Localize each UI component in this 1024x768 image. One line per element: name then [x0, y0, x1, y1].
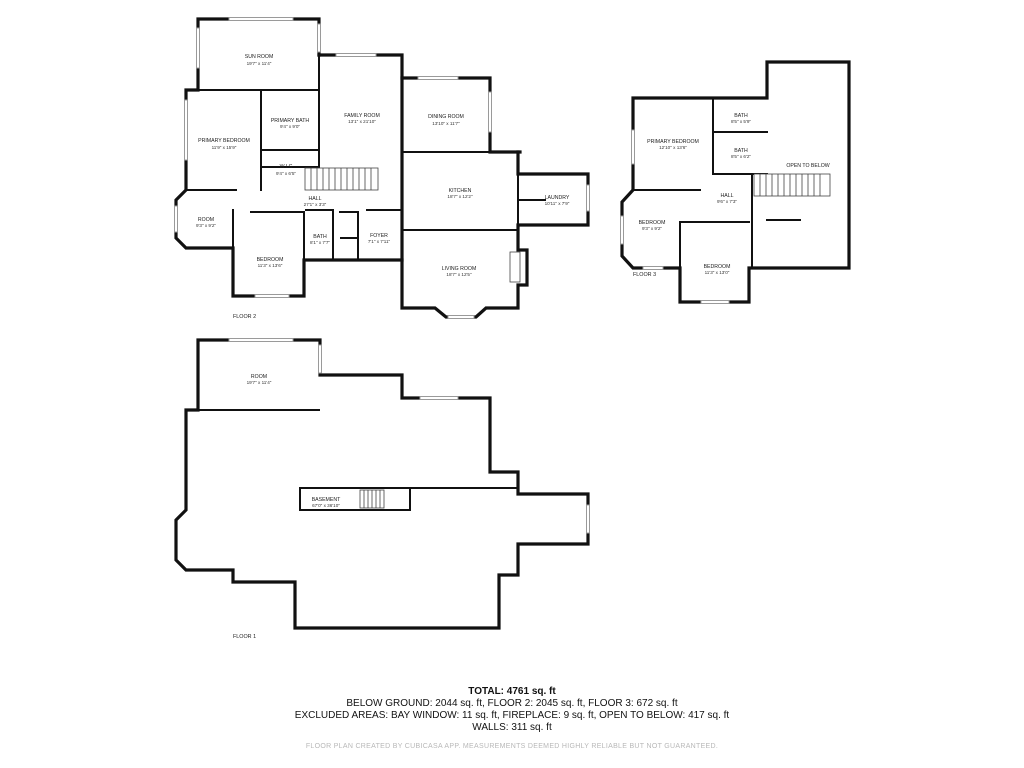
room-dim-wic: 9'4" x 6'5" — [276, 171, 296, 176]
room-label-foyer: FOYER — [370, 233, 388, 239]
floor-2-window — [174, 205, 178, 233]
floor-2-window — [447, 315, 475, 319]
room-label-laundry: LAUNDRY — [545, 195, 570, 201]
floor-2-window — [488, 91, 492, 133]
floor-2-label: FLOOR 2 — [233, 314, 256, 320]
room-dim-foyer: 7'1" x 7'11" — [368, 239, 391, 244]
room-dim-family-room: 13'1" x 21'10" — [348, 119, 376, 124]
room-dim-primary-bedroom: 11'9" x 15'9" — [212, 145, 237, 150]
room-label-dining-room: DINING ROOM — [428, 114, 464, 120]
room-label-kitchen: KITCHEN — [449, 188, 472, 194]
room-dim-basement: 67'0" x 36'10" — [312, 503, 340, 508]
room-label-living-room: LIVING ROOM — [442, 266, 477, 272]
room-label-hall: HALL — [309, 196, 322, 202]
room-label-open-to-below: OPEN TO BELOW — [786, 163, 829, 169]
room-label-f3-bedroom-a: BEDROOM — [639, 220, 666, 226]
room-label-sun-room: SUN ROOM — [245, 54, 274, 60]
room-label-bedroom: BEDROOM — [257, 257, 284, 263]
room-dim-kitchen: 18'7" x 12'2" — [447, 194, 473, 199]
floor-3-label: FLOOR 3 — [633, 272, 656, 278]
area-breakdown: BELOW GROUND: 2044 sq. ft, FLOOR 2: 2045… — [346, 698, 678, 709]
floor-2-window — [196, 27, 200, 69]
room-dim-f3-primary-bedroom: 12'10" x 13'6" — [659, 145, 687, 150]
room-dim-f1-room: 19'7" x 11'4" — [247, 380, 272, 385]
room-dim-f3-bath-b: 8'5" x 6'2" — [731, 154, 751, 159]
floor-3-window — [642, 266, 664, 270]
room-dim-f3-bedroom-a: 9'3" x 9'2" — [642, 226, 662, 231]
floor-2-window — [417, 76, 459, 80]
floor-2-window — [586, 184, 590, 212]
room-dim-f3-bath-a: 8'5" x 5'9" — [731, 119, 751, 124]
room-dim-dining-room: 13'10" x 11'7" — [432, 121, 460, 126]
floor-2-outer-wall-west — [174, 17, 404, 298]
floor-1-plan: ROOM 19'7" x 11'4" BASEMENT 67'0" x 36'1… — [174, 338, 590, 640]
room-label-family-room: FAMILY ROOM — [344, 113, 380, 119]
room-dim-sun-room: 19'7" x 11'4" — [247, 61, 272, 66]
room-dim-f3-hall: 9'6" x 7'3" — [717, 199, 737, 204]
floor-3-stairs — [753, 173, 831, 197]
room-label-f3-bath-a: BATH — [734, 113, 748, 119]
floor-2-window — [184, 99, 188, 161]
room-label-room: ROOM — [198, 217, 214, 223]
floor-3-interior-walls — [632, 97, 801, 269]
room-label-wic: W.I.C — [280, 164, 293, 170]
walls-area: WALLS: 311 sq. ft — [472, 722, 552, 733]
room-label-bath: BATH — [313, 234, 327, 240]
room-label-f3-bedroom-b: BEDROOM — [704, 264, 731, 270]
excluded-areas: EXCLUDED AREAS: BAY WINDOW: 11 sq. ft, F… — [294, 710, 730, 721]
floor-2-interior-walls — [185, 54, 546, 261]
floor-2-window — [335, 53, 377, 57]
floor-3-window — [631, 129, 635, 165]
room-label-primary-bath: PRIMARY BATH — [271, 118, 310, 124]
floor-3-plan: PRIMARY BEDROOM 12'10" x 13'6" BATH 8'5"… — [620, 60, 851, 304]
room-dim-f3-bedroom-b: 11'3" x 13'0" — [705, 270, 730, 275]
floor-1-stairs — [359, 489, 385, 509]
floor-2-window — [317, 23, 321, 53]
floor-3-window — [700, 300, 730, 304]
room-label-basement: BASEMENT — [312, 497, 341, 503]
credit-disclaimer: FLOOR PLAN CREATED BY CUBICASA APP. MEAS… — [305, 743, 719, 750]
room-dim-bedroom: 11'3" x 13'6" — [258, 263, 283, 268]
room-label-primary-bedroom: PRIMARY BEDROOM — [198, 138, 250, 144]
floor-1-outer-wall — [174, 338, 590, 630]
floor-1-window — [318, 344, 322, 374]
floor-1-interior-walls — [197, 409, 519, 511]
floor-2-window — [228, 17, 294, 21]
floor-1-window — [419, 396, 459, 400]
room-dim-primary-bath: 9'4" x 9'0" — [280, 124, 300, 129]
room-label-f3-hall: HALL — [721, 193, 734, 199]
room-label-f3-bath-b: BATH — [734, 148, 748, 154]
floor-2-window — [254, 294, 290, 298]
floor-3-window — [620, 215, 624, 245]
room-label-f1-room: ROOM — [251, 374, 267, 380]
room-dim-living-room: 18'7" x 12'5" — [446, 272, 472, 277]
room-dim-bath: 8'1" x 7'7" — [310, 240, 330, 245]
floor-1-window — [228, 338, 294, 342]
total-area: TOTAL: 4761 sq. ft — [468, 686, 556, 697]
floor-2-plan: SUN ROOM 19'7" x 11'4" PRIMARY BEDROOM 1… — [174, 17, 590, 320]
floor-1-window — [586, 504, 590, 534]
fireplace — [509, 251, 521, 283]
room-dim-hall: 27'1" x 3'3" — [304, 202, 327, 207]
floor-2-stairs — [304, 167, 379, 191]
room-dim-laundry: 10'11" x 7'9" — [545, 201, 570, 206]
room-label-f3-primary-bedroom: PRIMARY BEDROOM — [647, 139, 699, 145]
room-dim-room: 9'3" x 9'2" — [196, 223, 216, 228]
floor-1-label: FLOOR 1 — [233, 634, 256, 640]
